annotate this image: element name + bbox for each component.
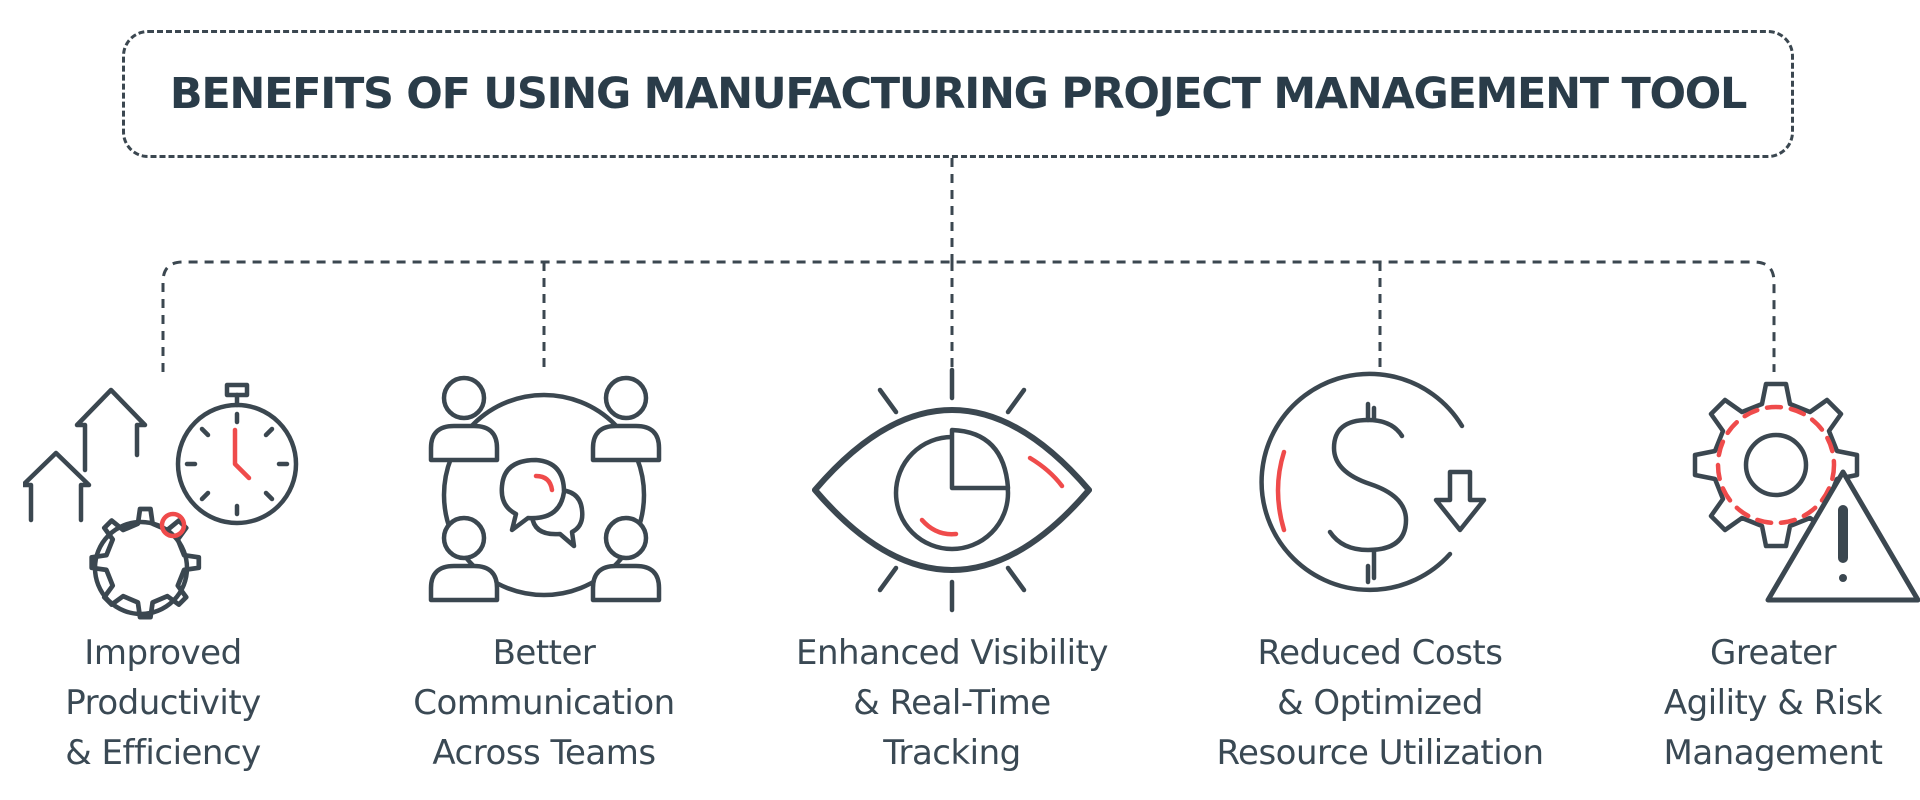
title-box: BENEFITS OF USING MANUFACTURING PROJECT … — [122, 30, 1794, 158]
team-communication-icon — [404, 360, 684, 630]
benefit-label-costs: Reduced Costs & Optimized Resource Utili… — [1216, 633, 1544, 773]
diagram-title: BENEFITS OF USING MANUFACTURING PROJECT … — [169, 69, 1748, 119]
benefit-label-productivity: Improved Productivity & Efficiency — [65, 633, 261, 773]
agility-risk-gear-warning-icon — [1658, 360, 1920, 630]
benefit-label-agility: Greater Agility & Risk Management — [1663, 633, 1883, 773]
benefit-label-visibility: Enhanced Visibility & Real-Time Tracking — [796, 633, 1108, 773]
benefit-label-communication: Better Communication Across Teams — [413, 633, 675, 773]
visibility-eye-chart-icon — [812, 360, 1092, 630]
branch-connector-rail — [161, 260, 1776, 372]
reduced-costs-dollar-icon — [1250, 360, 1530, 630]
productivity-gear-stopwatch-icon — [20, 360, 303, 630]
